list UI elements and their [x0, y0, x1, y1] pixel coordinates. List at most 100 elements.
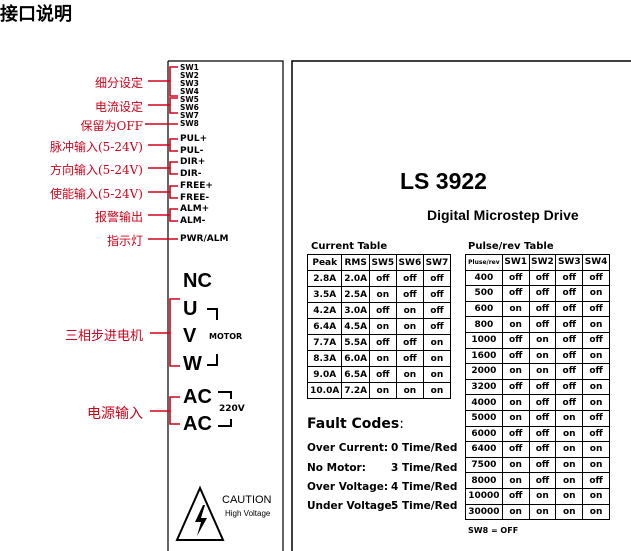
table-cell: 500: [465, 285, 503, 302]
table-cell: off: [528, 456, 557, 474]
table-cell: 6400: [465, 441, 503, 458]
fault-title: Fault Codes:: [307, 416, 404, 432]
table-cell: 4000: [465, 394, 503, 411]
table-cell: off: [528, 394, 557, 411]
table-cell: on: [555, 503, 584, 521]
table-cell: off: [501, 425, 530, 443]
table-cell: off: [422, 318, 452, 335]
label-alarm-output: 报警输出: [94, 210, 143, 224]
table-cell: off: [555, 285, 584, 302]
table-cell: on: [555, 487, 584, 505]
ac-voltage: 220V: [219, 404, 245, 414]
terminal-ac-1: AC: [183, 386, 212, 408]
table-cell: off: [582, 472, 610, 489]
table-header-cell: SW7: [422, 254, 452, 271]
table-cell: 3200: [465, 378, 503, 396]
table-cell: on: [368, 350, 397, 367]
switch-sw3: SW3: [180, 79, 199, 88]
switch-sw6: SW6: [180, 103, 199, 112]
table-cell: off: [528, 285, 557, 302]
table-cell: off: [528, 300, 557, 318]
table-cell: off: [395, 286, 424, 303]
table-cell: on: [528, 503, 557, 521]
terminal-nc: NC: [183, 270, 212, 292]
table-header-cell: SW1: [501, 254, 530, 271]
table-cell: 6.4A: [306, 318, 343, 335]
fault-under-voltage-value: 5 Time/Red: [391, 500, 458, 512]
table-cell: on: [395, 318, 424, 335]
table-cell: 1600: [465, 347, 503, 365]
table-cell: off: [555, 300, 584, 318]
terminal-ac-2: AC: [183, 413, 212, 435]
table-cell: 7.2A: [341, 382, 370, 399]
table-cell: 1000: [465, 331, 503, 349]
table-cell: off: [528, 378, 557, 396]
table-cell: 10.0A: [306, 382, 343, 399]
fault-over-voltage-value: 4 Time/Red: [391, 481, 458, 493]
table-cell: off: [422, 270, 452, 287]
table-cell: on: [395, 302, 424, 319]
terminal-w: W: [183, 353, 202, 375]
table-cell: 7500: [465, 456, 503, 474]
table-cell: off: [582, 269, 610, 287]
table-cell: off: [422, 302, 452, 319]
table-cell: off: [501, 347, 530, 365]
table-cell: off: [555, 331, 584, 349]
fault-under-voltage: Under Voltage:: [307, 500, 396, 512]
table-cell: 2.0A: [341, 270, 370, 287]
table-header-cell: SW2: [528, 254, 557, 271]
label-enable-input: 使能输入(5-24V): [50, 187, 143, 201]
table-cell: off: [555, 394, 584, 411]
table-cell: 4.5A: [341, 318, 370, 335]
signal-alm-minus: ALM-: [180, 216, 206, 226]
table-cell: off: [582, 300, 610, 318]
switch-sw4: SW4: [180, 87, 199, 96]
table-header-cell: RMS: [341, 254, 370, 271]
table-cell: off: [501, 331, 530, 349]
table-cell: on: [368, 286, 397, 303]
label-direction-input: 方向输入(5-24V): [50, 163, 143, 177]
table-cell: off: [501, 285, 530, 302]
fault-over-voltage: Over Voltage:: [307, 481, 389, 493]
table-cell: on: [501, 503, 530, 521]
signal-alm-plus: ALM+: [180, 204, 210, 214]
table-cell: 3.5A: [306, 286, 343, 303]
table-cell: 2.5A: [341, 286, 370, 303]
table-cell: 6.0A: [341, 350, 370, 367]
model-number: LS 3922: [400, 168, 487, 194]
table-cell: on: [501, 456, 530, 474]
table-cell: on: [501, 363, 530, 380]
table-cell: off: [395, 334, 424, 351]
table-header-cell: SW3: [555, 254, 584, 271]
table-cell: off: [555, 378, 584, 396]
table-cell: 8000: [465, 472, 503, 489]
table-cell: 9.0A: [306, 366, 343, 383]
terminal-u: U: [183, 298, 198, 320]
label-power-input: 电源输入: [87, 406, 143, 422]
table-cell: on: [582, 394, 610, 411]
table-cell: off: [501, 269, 530, 287]
table-cell: off: [528, 409, 557, 427]
drive-subtitle: Digital Microstep Drive: [427, 207, 579, 223]
table-cell: on: [422, 334, 452, 351]
table-cell: on: [582, 441, 610, 458]
caution-title: CAUTION: [222, 494, 272, 506]
switch-sw2: SW2: [180, 71, 199, 80]
table-cell: 10000: [465, 487, 503, 505]
table-header-cell: Pluse/rev: [465, 254, 503, 271]
table-cell: off: [368, 366, 397, 383]
table-cell: on: [582, 285, 610, 302]
